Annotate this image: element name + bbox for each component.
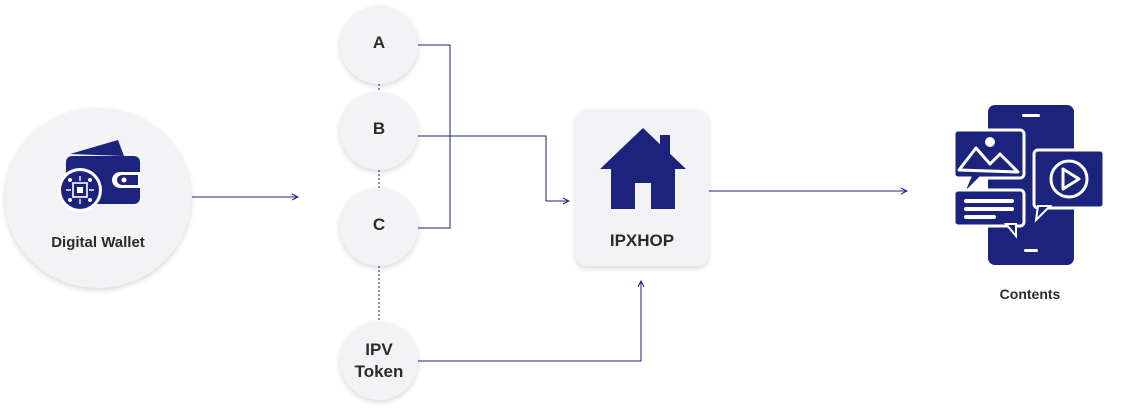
ipxhop-label: IPXHOP [609, 231, 675, 250]
node-a-label: A [372, 33, 386, 52]
contents-icon [950, 102, 1110, 277]
node-ipv-token: IPV Token [340, 322, 418, 400]
digital-wallet-node: Digital Wallet [5, 108, 191, 288]
node-b-label: B [372, 119, 386, 138]
ipxhop-node: IPXHOP [576, 110, 708, 266]
node-b: B [340, 92, 418, 170]
house-icon [598, 125, 688, 216]
contents-label: Contents [999, 286, 1061, 302]
node-ipv-token-label: IPV Token [340, 339, 418, 383]
wallet-icon [58, 134, 144, 225]
arrow-ipv-to-ipxhop [418, 281, 641, 362]
node-c-label: C [372, 215, 386, 234]
ipv-label-line2: Token [354, 362, 404, 381]
node-a: A [340, 6, 418, 84]
arrow-b-to-ipxhop [418, 135, 569, 201]
node-c: C [340, 188, 418, 266]
digital-wallet-label: Digital Wallet [51, 234, 145, 251]
ipv-label-line1: IPV [365, 340, 393, 359]
